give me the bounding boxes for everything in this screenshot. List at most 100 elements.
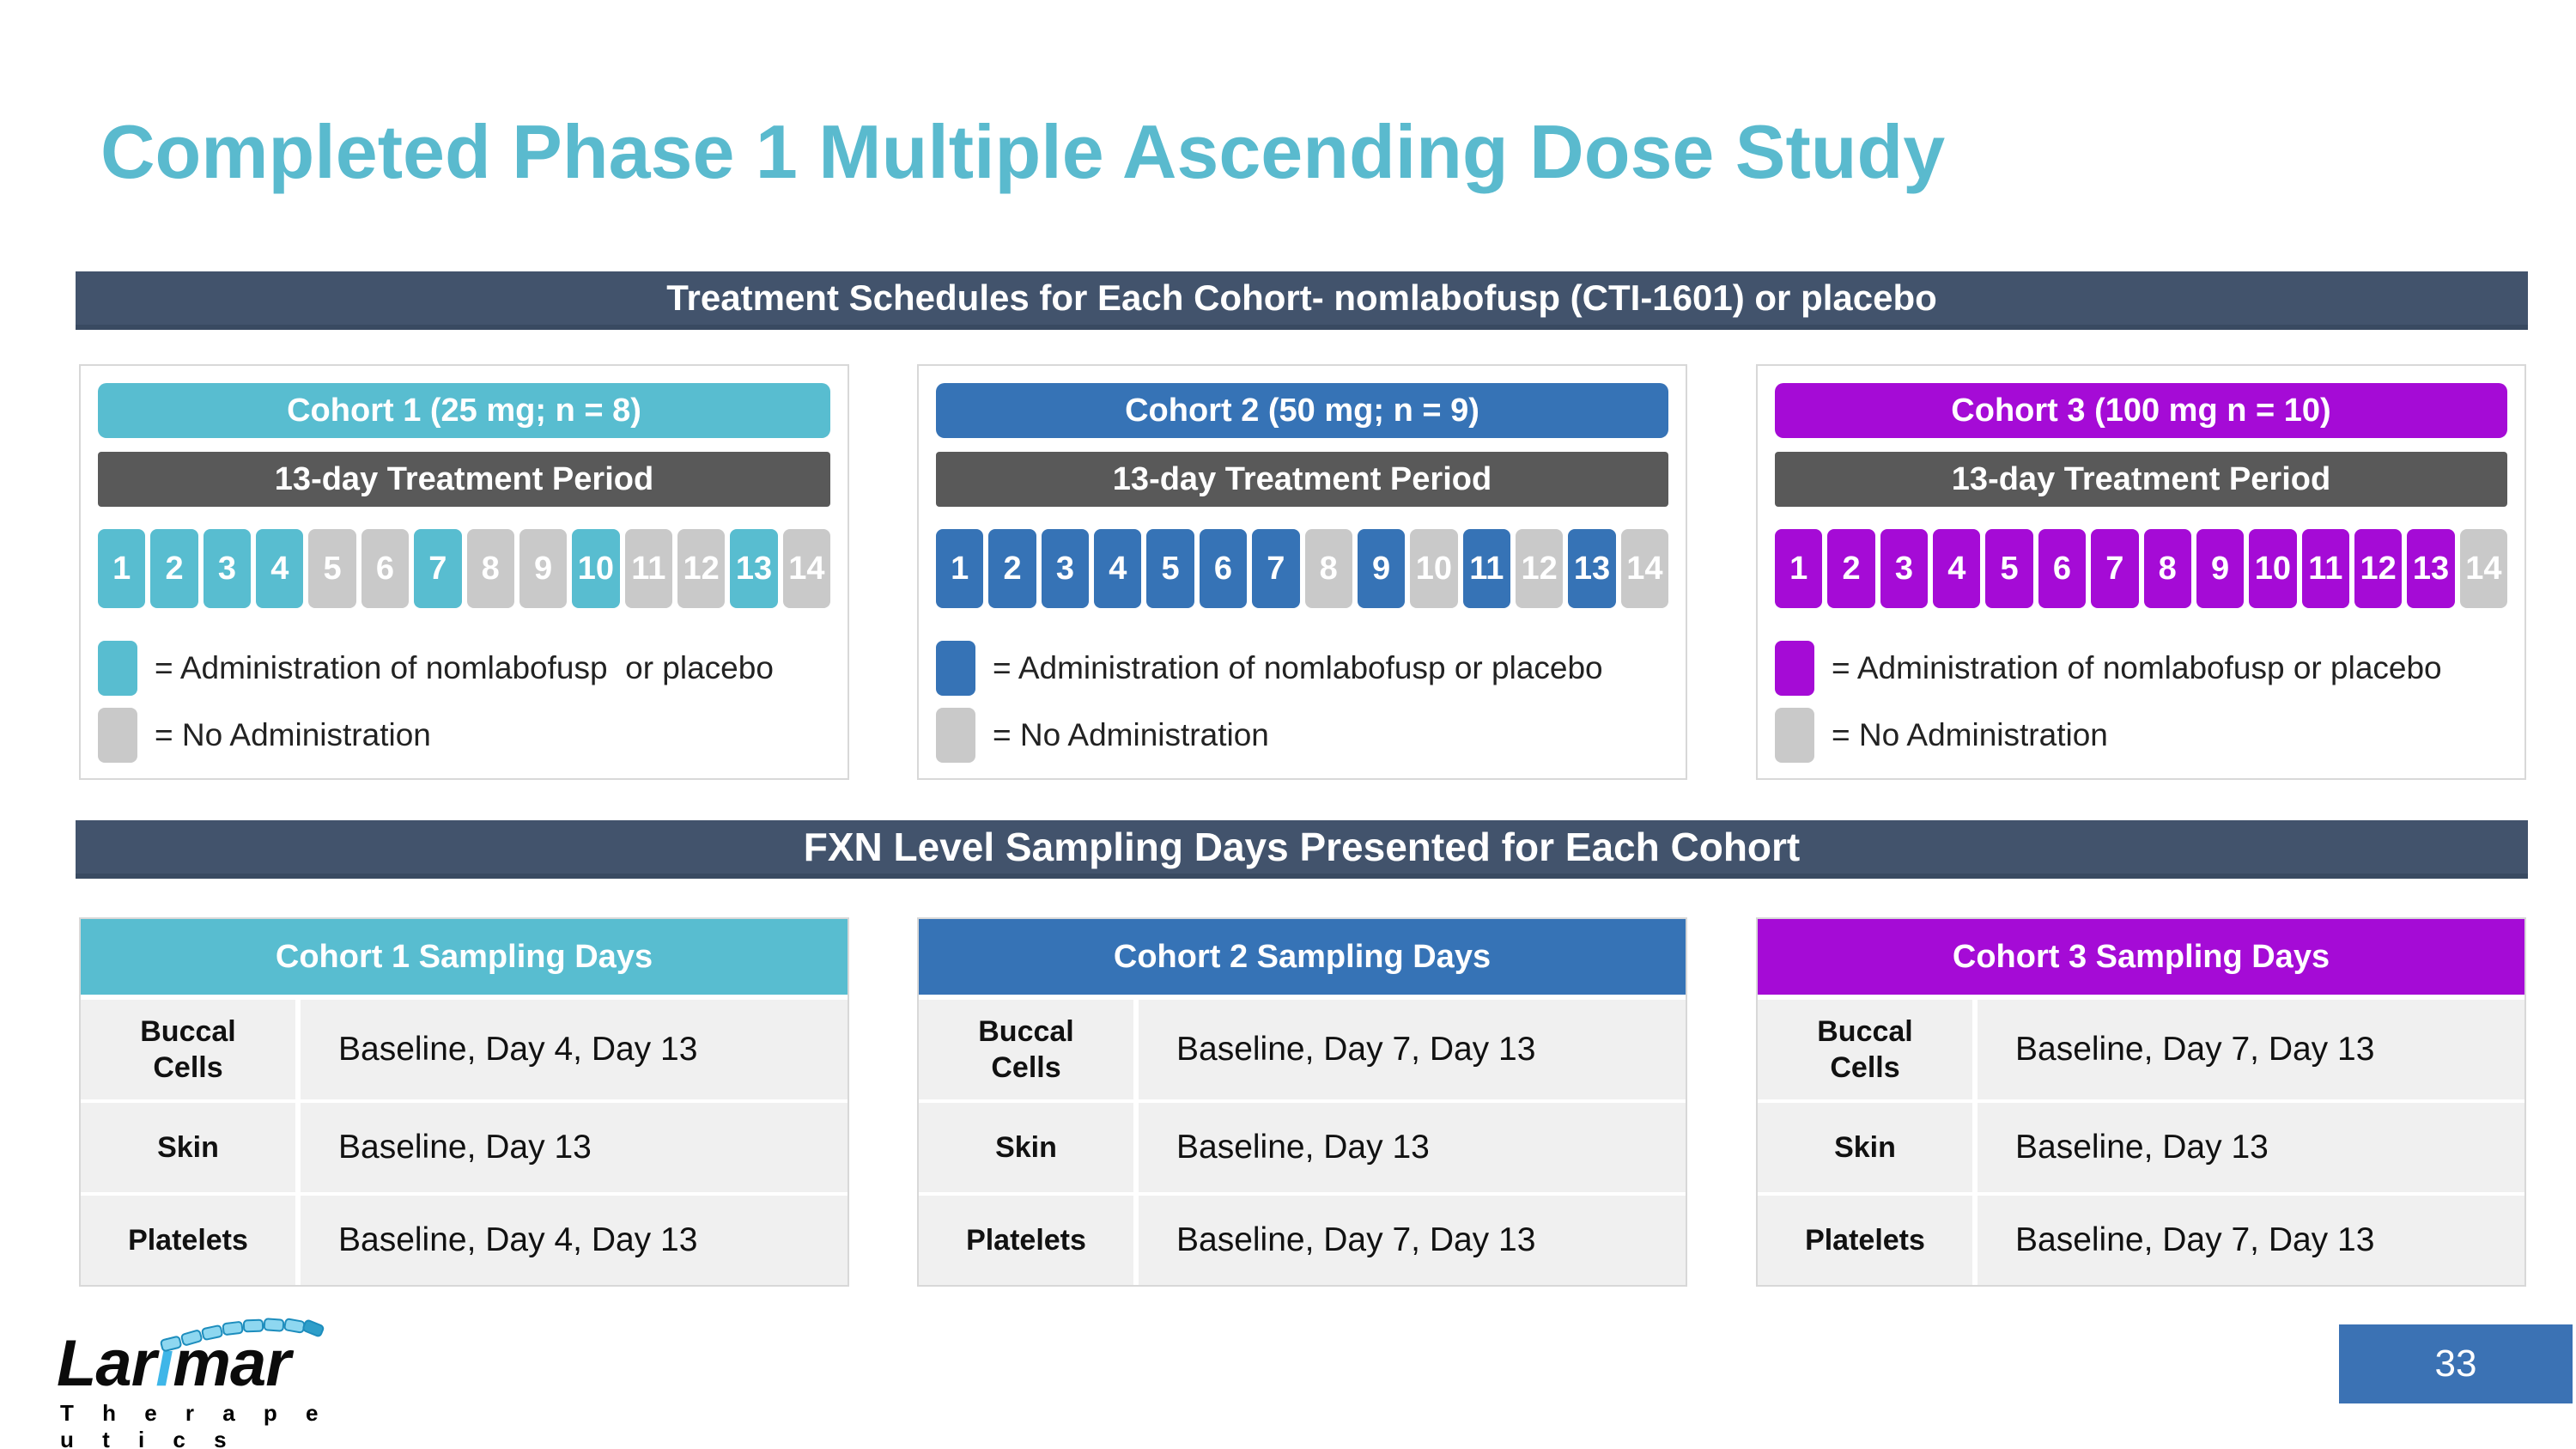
day-cell: 14 xyxy=(1620,529,1669,608)
day-cell: 9 xyxy=(519,529,568,608)
dose-swatch xyxy=(936,641,975,696)
day-cell: 12 xyxy=(1515,529,1564,608)
table-row: Skin Baseline, Day 13 xyxy=(81,1103,848,1192)
treatment-schedules-banner: Treatment Schedules for Each Cohort- nom… xyxy=(76,271,2528,330)
cohort2-header-bar: Cohort 2 (50 mg; n = 9) xyxy=(936,383,1668,438)
day-cell: 9 xyxy=(1357,529,1406,608)
day-cell: 11 xyxy=(1462,529,1510,608)
day-cell: 2 xyxy=(150,529,198,608)
day-cell: 7 xyxy=(1252,529,1300,608)
day-cell: 13 xyxy=(1568,529,1616,608)
day-cell: 3 xyxy=(203,529,252,608)
row-value: Baseline, Day 4, Day 13 xyxy=(301,1000,848,1099)
no-dose-legend-label: = No Administration xyxy=(993,717,1269,752)
row-value: Baseline, Day 7, Day 13 xyxy=(1978,1196,2524,1285)
row-label: Skin xyxy=(919,1103,1133,1192)
cohort2-treatment-period-bar: 13-day Treatment Period xyxy=(936,452,1668,507)
table-row: Buccal Cells Baseline, Day 7, Day 13 xyxy=(1758,1000,2524,1099)
cohort1-schedule-card: Cohort 1 (25 mg; n = 8) 13-day Treatment… xyxy=(79,364,849,780)
day-cell: 2 xyxy=(1827,529,1875,608)
dose-legend-label: = Administration of nomlabofusp or place… xyxy=(1832,650,2442,685)
logo-text-lar: Lar xyxy=(57,1327,156,1400)
day-cell: 8 xyxy=(466,529,514,608)
row-label: Skin xyxy=(81,1103,295,1192)
day-cell: 1 xyxy=(98,529,146,608)
larimar-wordmark: Larimar xyxy=(57,1318,340,1400)
dose-legend-label: = Administration of nomlabofusp or place… xyxy=(155,650,774,685)
day-cell: 11 xyxy=(2301,529,2349,608)
cohort2-legend-none: = No Administration xyxy=(936,704,1668,766)
row-value: Baseline, Day 13 xyxy=(1139,1103,1686,1192)
day-cell: 12 xyxy=(677,529,726,608)
table-row: Skin Baseline, Day 13 xyxy=(919,1103,1686,1192)
day-cell: 6 xyxy=(2038,529,2087,608)
no-dose-swatch xyxy=(936,708,975,763)
day-cell: 7 xyxy=(2091,529,2139,608)
day-cell: 6 xyxy=(1199,529,1248,608)
no-dose-swatch xyxy=(1775,708,1814,763)
table-row: Buccal Cells Baseline, Day 4, Day 13 xyxy=(81,1000,848,1099)
fxn-sampling-banner-text: FXN Level Sampling Days Presented for Ea… xyxy=(803,825,1801,869)
row-value: Baseline, Day 7, Day 13 xyxy=(1139,1196,1686,1285)
cohort1-treatment-period-bar: 13-day Treatment Period xyxy=(98,452,830,507)
day-cell: 14 xyxy=(782,529,831,608)
day-cell: 8 xyxy=(2143,529,2191,608)
day-cell: 5 xyxy=(1985,529,2033,608)
cohort1-sampling-title: Cohort 1 Sampling Days xyxy=(81,919,848,995)
page-number: 33 xyxy=(2434,1342,2477,1385)
cohort3-treatment-period-bar: 13-day Treatment Period xyxy=(1775,452,2507,507)
day-cell: 3 xyxy=(1041,529,1090,608)
day-cell: 14 xyxy=(2459,529,2508,608)
row-label: Platelets xyxy=(81,1196,295,1285)
dose-swatch xyxy=(1775,641,1814,696)
day-cell: 5 xyxy=(308,529,356,608)
helix-ribbon-icon xyxy=(160,1318,325,1352)
row-label: Platelets xyxy=(1758,1196,1972,1285)
row-value: Baseline, Day 13 xyxy=(301,1103,848,1192)
row-label: Platelets xyxy=(919,1196,1133,1285)
day-cell: 4 xyxy=(1094,529,1142,608)
cohort3-sampling-title: Cohort 3 Sampling Days xyxy=(1758,919,2524,995)
cohort3-schedule-card: Cohort 3 (100 mg n = 10) 13-day Treatmen… xyxy=(1756,364,2526,780)
dose-legend-label: = Administration of nomlabofusp or place… xyxy=(993,650,1603,685)
day-cell: 12 xyxy=(2354,529,2403,608)
cohort2-sampling-table: Cohort 2 Sampling Days Buccal Cells Base… xyxy=(917,917,1687,1287)
cohort3-header-bar: Cohort 3 (100 mg n = 10) xyxy=(1775,383,2507,438)
slide-title: Completed Phase 1 Multiple Ascending Dos… xyxy=(100,109,1946,194)
day-cell: 9 xyxy=(2196,529,2245,608)
day-cell: 10 xyxy=(1410,529,1458,608)
row-value: Baseline, Day 7, Day 13 xyxy=(1139,1000,1686,1099)
table-row: Platelets Baseline, Day 7, Day 13 xyxy=(1758,1196,2524,1285)
row-label: Skin xyxy=(1758,1103,1972,1192)
day-cell: 4 xyxy=(1933,529,1981,608)
no-dose-legend-label: = No Administration xyxy=(155,717,431,752)
day-cell: 6 xyxy=(361,529,410,608)
day-cell: 13 xyxy=(2407,529,2455,608)
larimar-logo: Larimar T h e r a p e u t i c s xyxy=(57,1318,340,1449)
no-dose-legend-label: = No Administration xyxy=(1832,717,2108,752)
cohort1-header-bar: Cohort 1 (25 mg; n = 8) xyxy=(98,383,830,438)
day-cell: 7 xyxy=(414,529,462,608)
page-number-box: 33 xyxy=(2339,1324,2573,1403)
logo-therapeutics-label: T h e r a p e u t i c s xyxy=(60,1399,330,1449)
cohort2-legend-dose: = Administration of nomlabofusp or place… xyxy=(936,637,1668,699)
day-cell: 2 xyxy=(988,529,1036,608)
day-cell: 13 xyxy=(730,529,778,608)
day-cell: 8 xyxy=(1304,529,1352,608)
row-label: Buccal Cells xyxy=(1758,1000,1972,1099)
cohort2-schedule-card: Cohort 2 (50 mg; n = 9) 13-day Treatment… xyxy=(917,364,1687,780)
table-row: Buccal Cells Baseline, Day 7, Day 13 xyxy=(919,1000,1686,1099)
cohort3-legend-dose: = Administration of nomlabofusp or place… xyxy=(1775,637,2507,699)
cohort2-sampling-title: Cohort 2 Sampling Days xyxy=(919,919,1686,995)
cohort1-legend-dose: = Administration of nomlabofusp or place… xyxy=(98,637,830,699)
day-cell: 5 xyxy=(1146,529,1194,608)
cohort3-legend-none: = No Administration xyxy=(1775,704,2507,766)
no-dose-swatch xyxy=(98,708,137,763)
day-cell: 4 xyxy=(256,529,304,608)
table-row: Platelets Baseline, Day 7, Day 13 xyxy=(919,1196,1686,1285)
row-value: Baseline, Day 4, Day 13 xyxy=(301,1196,848,1285)
row-value: Baseline, Day 7, Day 13 xyxy=(1978,1000,2524,1099)
